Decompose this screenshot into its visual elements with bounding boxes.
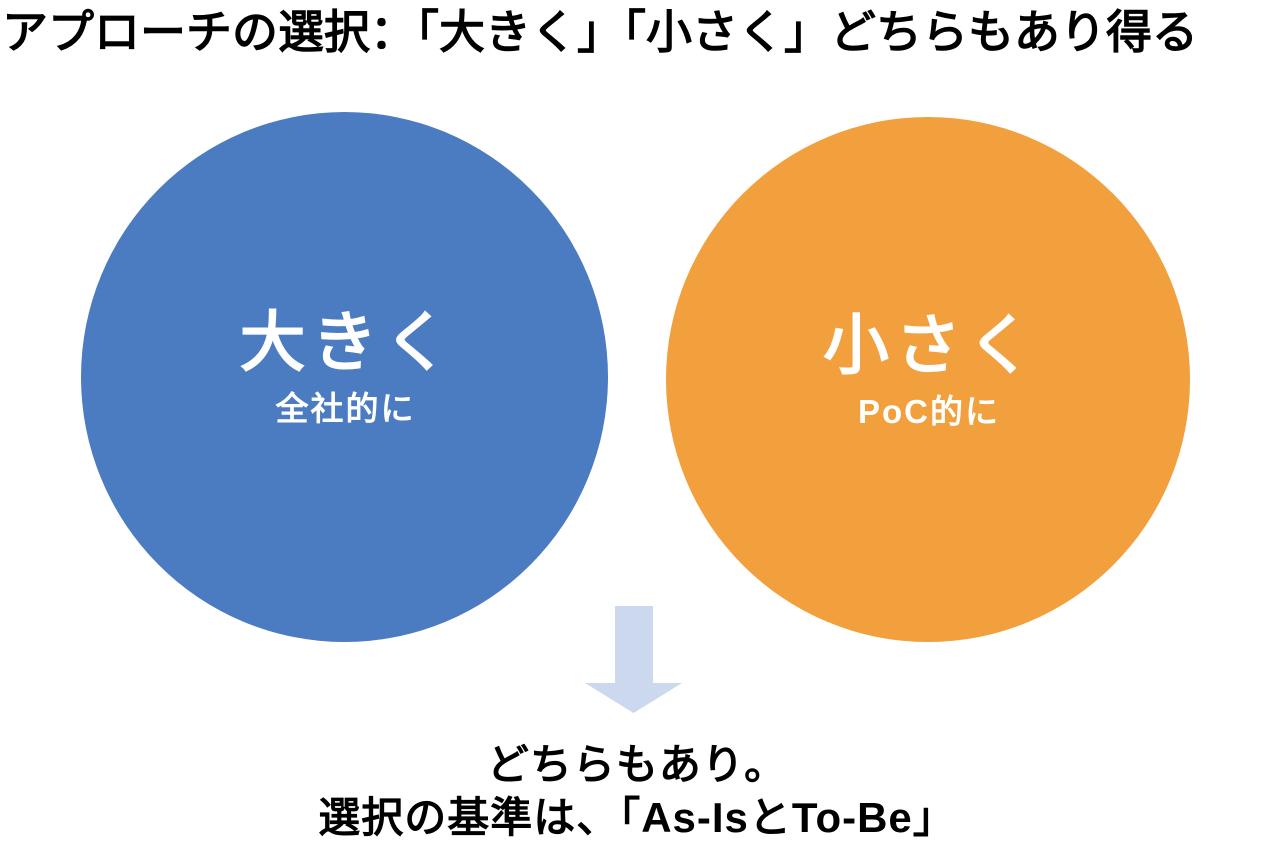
circle-small-content: 小さく PoC的に	[817, 310, 1039, 430]
down-arrow-icon	[585, 606, 682, 713]
circle-small-label: 小さく	[823, 307, 1039, 382]
conclusion-line1: どちらもあり。	[486, 741, 788, 788]
conclusion-text: どちらもあり。 選択の基準は、「As-IsとTo-Be」	[0, 738, 1274, 843]
down-arrow-shape	[585, 606, 682, 713]
approach-circle-big: 大きく 全社的に	[81, 112, 608, 642]
approach-circle-small: 小さく PoC的に	[666, 117, 1190, 642]
circle-big-sublabel: 全社的に	[275, 390, 416, 427]
circle-big-content: 大きく 全社的に	[234, 307, 456, 427]
circle-big-label: 大きく	[239, 305, 456, 379]
slide-title: アプローチの選択：「大きく」「小さく」どちらもあり得る	[2, 6, 1198, 58]
circle-small-sublabel: PoC的に	[858, 392, 1000, 430]
conclusion-line2: 選択の基準は、「As-IsとTo-Be」	[318, 794, 956, 841]
